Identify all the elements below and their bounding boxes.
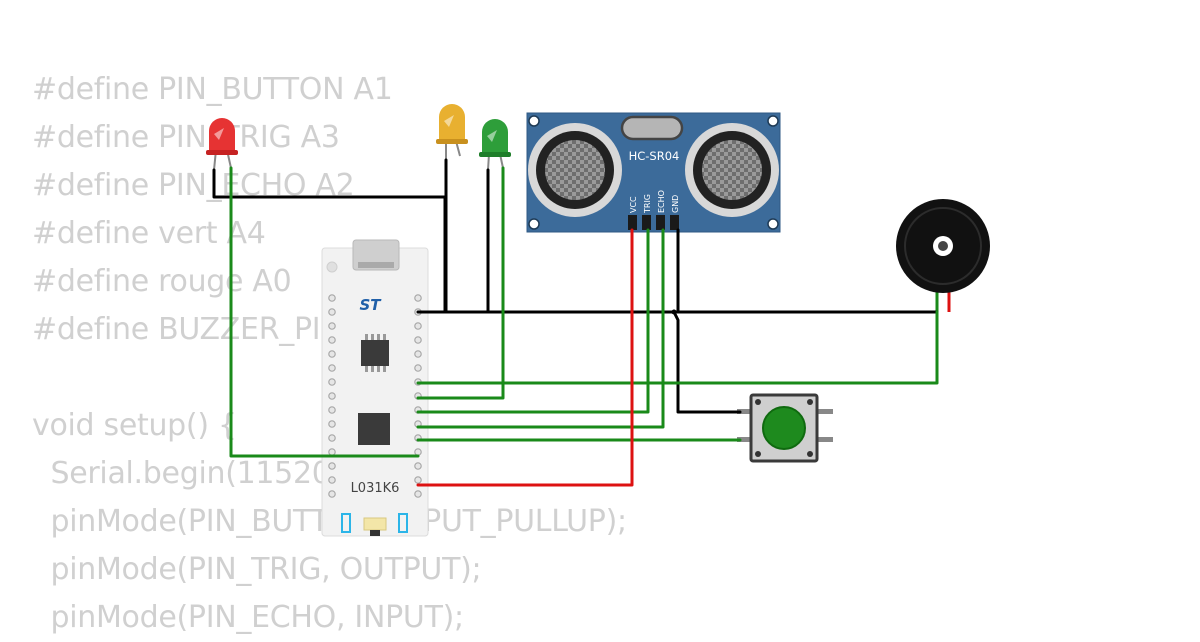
code-line: void setup() { [32, 408, 237, 443]
mount-hole [528, 218, 540, 230]
reset-button [363, 517, 387, 531]
pin-label-trig: TRIG [643, 194, 652, 214]
wire-sensor-trig [416, 228, 650, 414]
wires [212, 158, 939, 487]
small-chip [361, 334, 389, 372]
pin-label-gnd: GND [671, 195, 680, 213]
code-line: Serial.begin(11520 [32, 456, 331, 491]
wire-green-led-anode [416, 166, 505, 400]
sensor-pin-labels: VCC TRIG ECHO GND [629, 190, 680, 214]
led-yellow[interactable] [436, 104, 468, 160]
sensor-model-label: HC-SR04 [629, 149, 680, 163]
mcu-chip [358, 413, 390, 445]
crystal [620, 115, 684, 141]
ground-junction [671, 309, 677, 315]
wire-button-ground [672, 310, 742, 414]
status-led-left [341, 513, 351, 533]
led-green[interactable] [479, 119, 511, 171]
mount-hole [767, 218, 779, 230]
code-line: #define PIN_BUTTON A1 [32, 72, 393, 107]
buzzer[interactable] [896, 199, 990, 312]
mount-hole [767, 115, 779, 127]
code-line: #define BUZZER_PIN [32, 312, 343, 347]
board-led [326, 261, 338, 273]
transducer-right [685, 123, 779, 217]
wire-buzzer-signal [416, 310, 939, 385]
led-red[interactable] [206, 118, 238, 171]
transducer-left [528, 123, 622, 217]
sensor-pins [628, 215, 679, 230]
code-line: pinMode(PIN_TRIG, OUTPUT); [32, 552, 482, 587]
status-led-right [398, 513, 408, 533]
ultrasonic-sensor[interactable]: HC-SR04 VCC TRIG ECHO GND [526, 112, 781, 233]
wire-sensor-vcc [416, 228, 634, 487]
push-button[interactable] [737, 393, 833, 463]
board-label: L031K6 [351, 481, 400, 496]
st-logo: ST [359, 296, 382, 314]
code-line: #define vert A4 [32, 216, 266, 251]
nucleo-board[interactable]: ST L031K6 [321, 239, 429, 537]
mount-hole [528, 115, 540, 127]
wire-red-led-anode [229, 166, 420, 458]
pin-label-vcc: VCC [629, 196, 638, 213]
wire-sensor-echo [416, 228, 665, 429]
code-line: pinMode(PIN_ECHO, INPUT); [32, 600, 464, 635]
code-line: #define rouge A0 [32, 264, 292, 299]
pin-label-echo: ECHO [657, 190, 666, 213]
svg-text:ST: ST [359, 296, 382, 314]
